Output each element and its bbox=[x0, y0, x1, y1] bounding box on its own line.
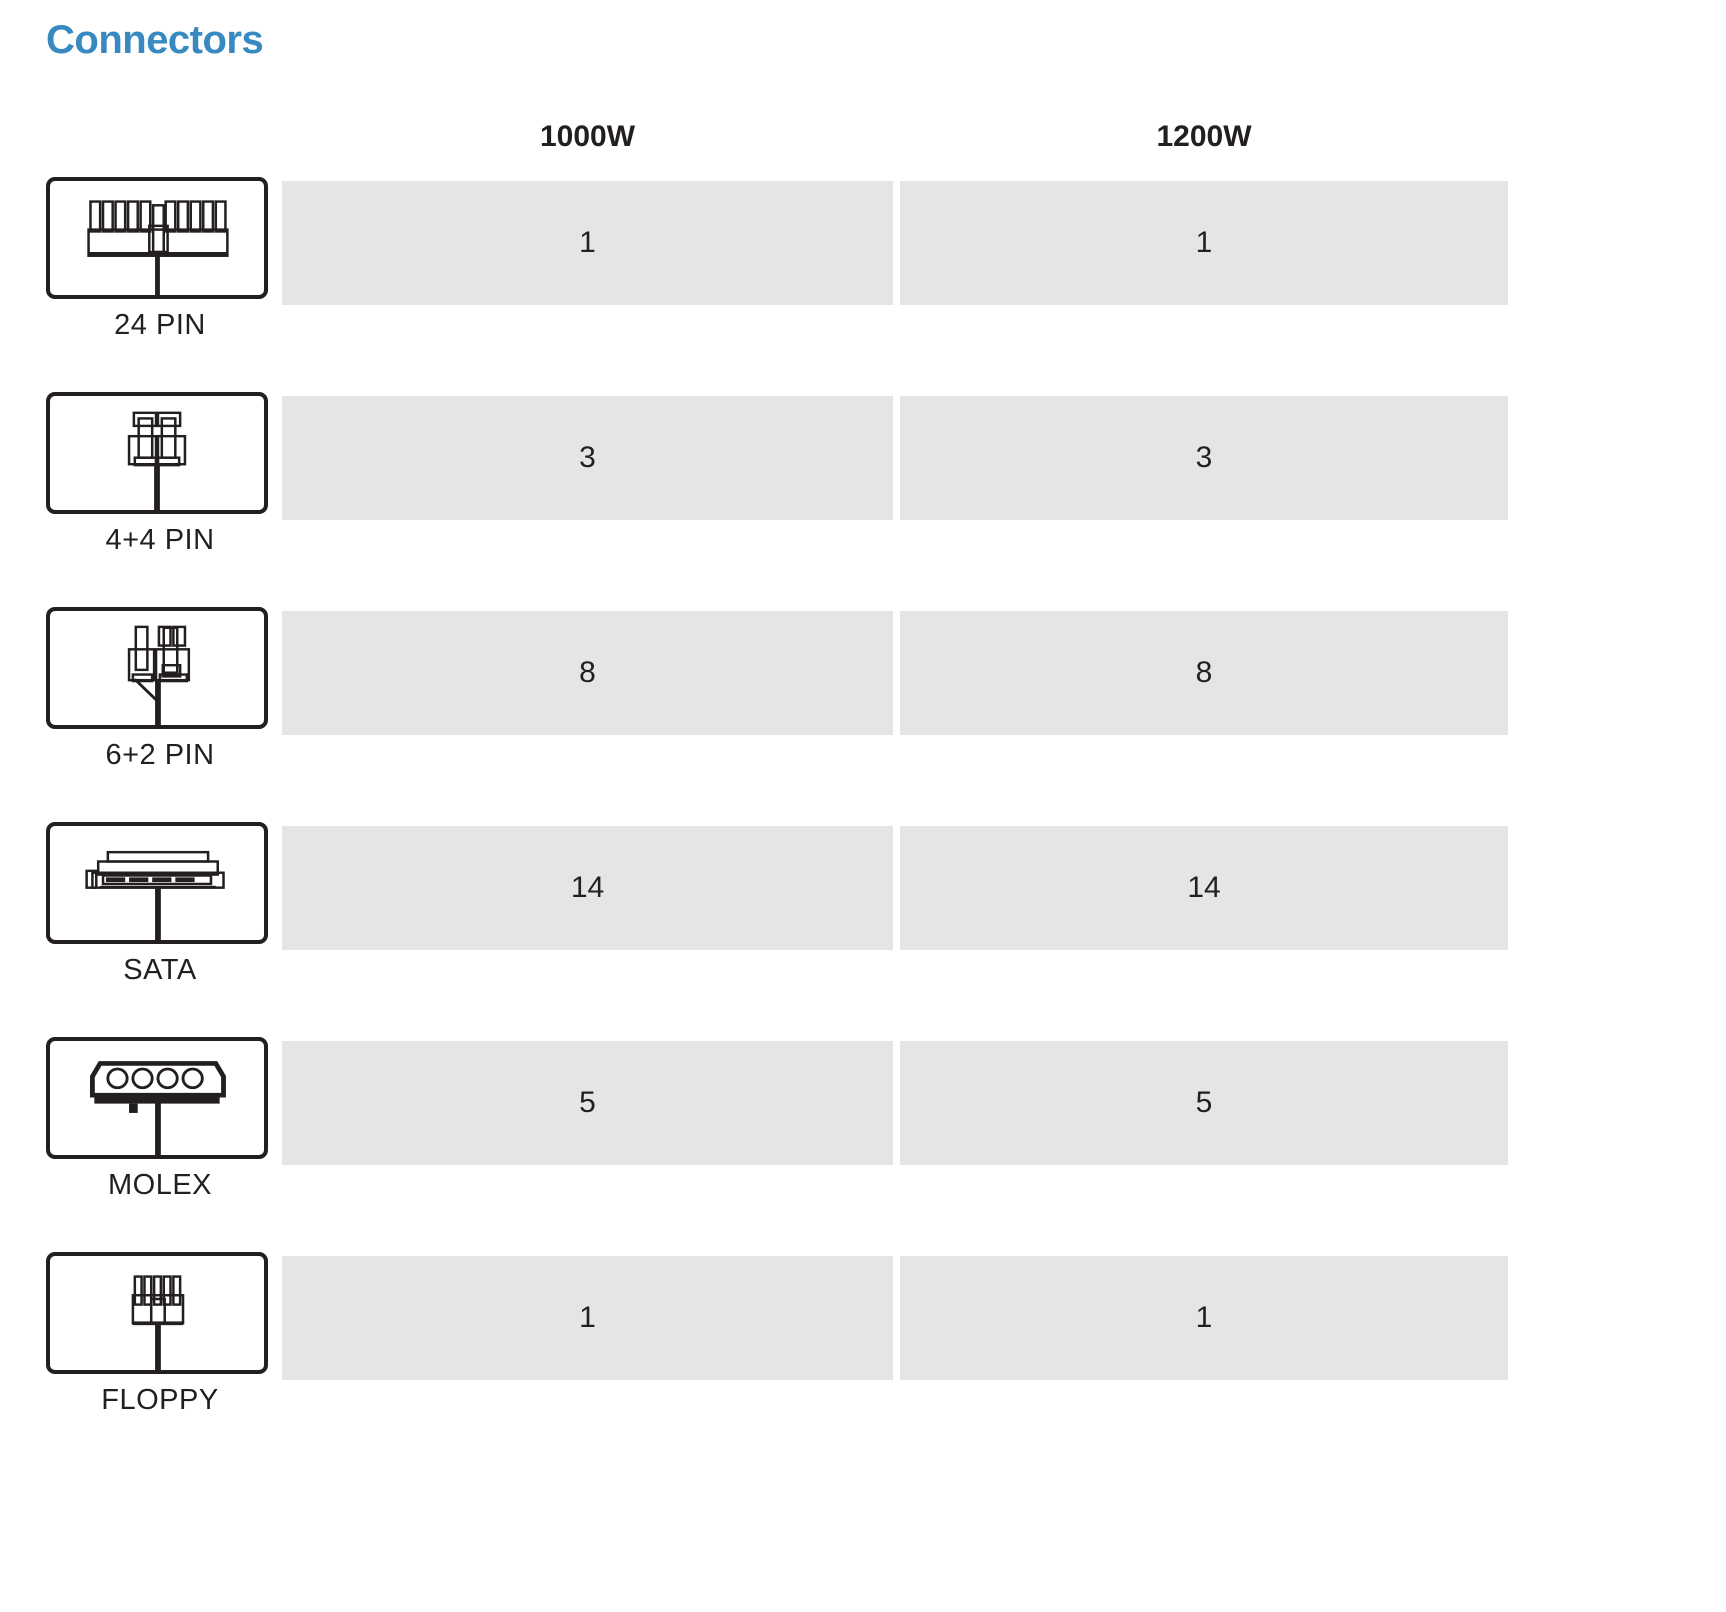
cell-1200w: 8 bbox=[900, 611, 1508, 735]
4plus4-pin-connector-icon bbox=[46, 392, 268, 514]
6plus2-pin-connector-icon bbox=[46, 607, 268, 729]
connector-icon-cell: 6+2 PIN bbox=[46, 607, 274, 772]
cell-1000w: 8 bbox=[282, 611, 893, 735]
24-pin-connector-icon bbox=[46, 177, 268, 299]
table-row: SATA 14 14 bbox=[0, 822, 1726, 1037]
connectors-table: 1000W 1200W bbox=[0, 112, 1726, 1467]
molex-connector-icon bbox=[46, 1037, 268, 1159]
cell-1000w: 14 bbox=[282, 826, 893, 950]
table-row: 24 PIN 1 1 bbox=[0, 177, 1726, 392]
connector-icon-cell: SATA bbox=[46, 822, 274, 987]
cell-1200w: 1 bbox=[900, 181, 1508, 305]
cell-1200w: 3 bbox=[900, 396, 1508, 520]
connector-label: SATA bbox=[123, 954, 197, 986]
page-title: Connectors bbox=[46, 18, 264, 62]
table-header-row: 1000W 1200W bbox=[0, 112, 1726, 177]
table-row: FLOPPY 1 1 bbox=[0, 1252, 1726, 1467]
connector-label: MOLEX bbox=[107, 1169, 213, 1201]
connector-label: 24 PIN bbox=[114, 309, 206, 341]
table-row: 4+4 PIN 3 3 bbox=[0, 392, 1726, 607]
floppy-connector-icon bbox=[46, 1252, 268, 1374]
connector-label: 4+4 PIN bbox=[105, 524, 215, 556]
cell-1200w: 1 bbox=[900, 1256, 1508, 1380]
connector-icon-cell: MOLEX bbox=[46, 1037, 274, 1202]
table-row: 6+2 PIN 8 8 bbox=[0, 607, 1726, 822]
cell-1000w: 5 bbox=[282, 1041, 893, 1165]
connector-icon-cell: FLOPPY bbox=[46, 1252, 274, 1417]
column-header-1200w: 1200W bbox=[1156, 120, 1252, 153]
connector-label: 6+2 PIN bbox=[105, 739, 215, 771]
cell-1000w: 1 bbox=[282, 1256, 893, 1380]
cell-1200w: 5 bbox=[900, 1041, 1508, 1165]
sata-connector-icon bbox=[46, 822, 268, 944]
cell-1200w: 14 bbox=[900, 826, 1508, 950]
cell-1000w: 1 bbox=[282, 181, 893, 305]
connector-icon-cell: 4+4 PIN bbox=[46, 392, 274, 557]
column-header-1000w: 1000W bbox=[539, 120, 636, 153]
connector-icon-cell: 24 PIN bbox=[46, 177, 274, 342]
connector-label: FLOPPY bbox=[101, 1384, 219, 1416]
cell-1000w: 3 bbox=[282, 396, 893, 520]
table-row: MOLEX 5 5 bbox=[0, 1037, 1726, 1252]
